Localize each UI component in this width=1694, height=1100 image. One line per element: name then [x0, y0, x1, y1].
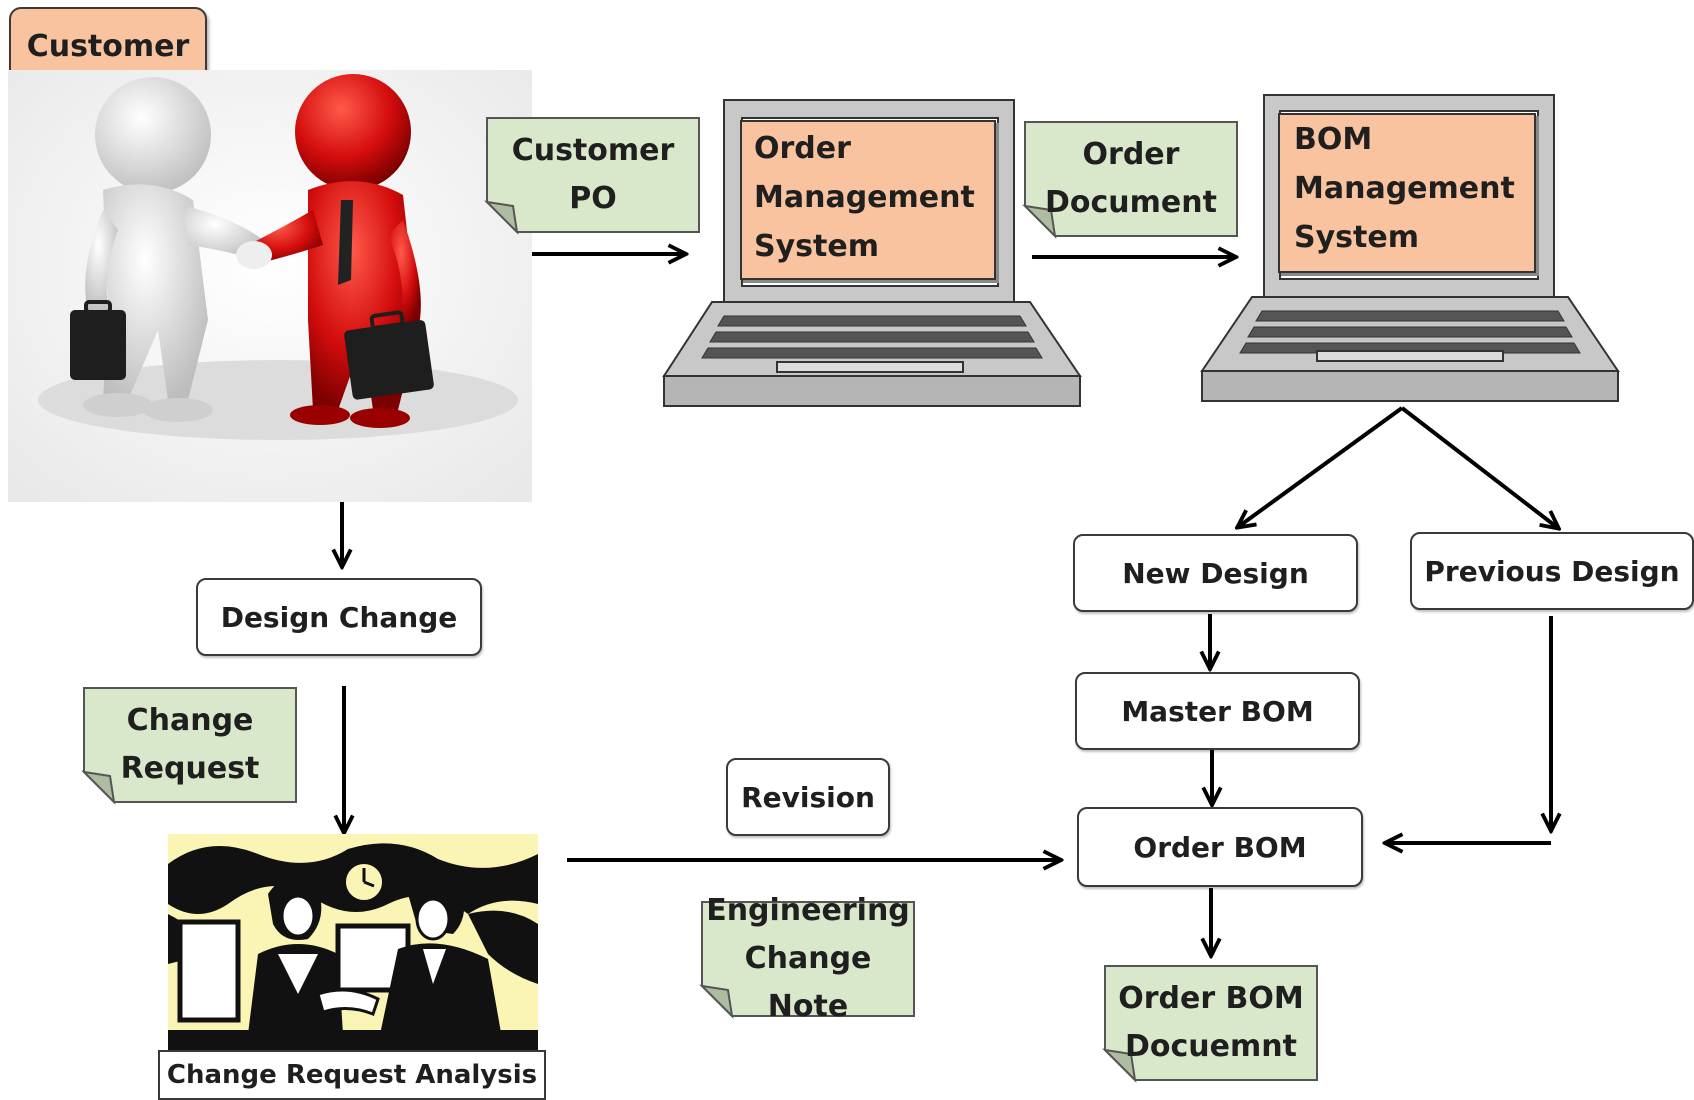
- master-bom-label: Master BOM: [1121, 694, 1314, 728]
- master-bom-box: Master BOM: [1075, 672, 1360, 750]
- note-line: Engineering: [706, 893, 910, 928]
- meeting-clipart: [168, 834, 538, 1052]
- note-folded-corner-shape: [484, 117, 700, 235]
- note-line: PO: [569, 181, 617, 216]
- note-line: Change: [126, 703, 254, 738]
- customer-tag-label: Customer: [26, 29, 190, 64]
- oms-screen: Order Management System: [740, 120, 996, 280]
- order-bom-box: Order BOM: [1077, 807, 1363, 887]
- arrow-bom-to-new-design: [1238, 406, 1404, 527]
- laptop-bom-management: BOM Management System: [1200, 93, 1620, 405]
- previous-design-label: Previous Design: [1424, 554, 1680, 588]
- previous-design-box: Previous Design: [1410, 532, 1694, 610]
- note-order-bom-document: Order BOM Docuemnt: [1102, 964, 1319, 1083]
- system-line: System: [754, 229, 879, 264]
- note-line: Order: [1082, 137, 1180, 172]
- arrow-bom-to-previous-design: [1400, 406, 1558, 528]
- note-folded-corner-shape: [699, 901, 915, 1019]
- design-change-box: Design Change: [196, 578, 482, 656]
- revision-label: Revision: [741, 780, 875, 814]
- change-request-analysis-caption: Change Request Analysis: [158, 1050, 546, 1100]
- order-bom-label: Order BOM: [1133, 830, 1307, 864]
- design-change-label: Design Change: [220, 600, 458, 634]
- note-line: Customer: [511, 133, 675, 168]
- note-folded-corner-shape: [81, 687, 297, 805]
- system-line: Management: [1294, 171, 1515, 206]
- system-line: Management: [754, 180, 975, 215]
- note-line: Change Note: [744, 941, 872, 1024]
- handshake-figures: [8, 70, 532, 502]
- note-folded-corner-shape: [1022, 121, 1238, 239]
- revision-box: Revision: [726, 758, 890, 836]
- note-customer-po: Customer PO: [484, 116, 701, 235]
- laptop-order-management: Order Management System: [662, 98, 1082, 410]
- note-engineering-change-note: Engineering Change Note: [699, 893, 916, 1024]
- system-line: System: [1294, 220, 1419, 255]
- note-line: Order BOM: [1118, 981, 1304, 1016]
- new-design-label: New Design: [1122, 556, 1309, 590]
- system-line: Order: [754, 131, 851, 166]
- note-line: Docuemnt: [1125, 1029, 1297, 1064]
- note-change-request: Change Request: [81, 686, 298, 805]
- system-line: BOM: [1294, 122, 1373, 157]
- note-line: Document: [1045, 185, 1217, 220]
- bom-screen: BOM Management System: [1278, 113, 1536, 273]
- note-line: Request: [120, 751, 260, 786]
- new-design-box: New Design: [1073, 534, 1358, 612]
- note-folded-corner-shape: [1102, 965, 1318, 1083]
- note-order-document: Order Document: [1022, 120, 1239, 239]
- caption-label: Change Request Analysis: [166, 1060, 538, 1090]
